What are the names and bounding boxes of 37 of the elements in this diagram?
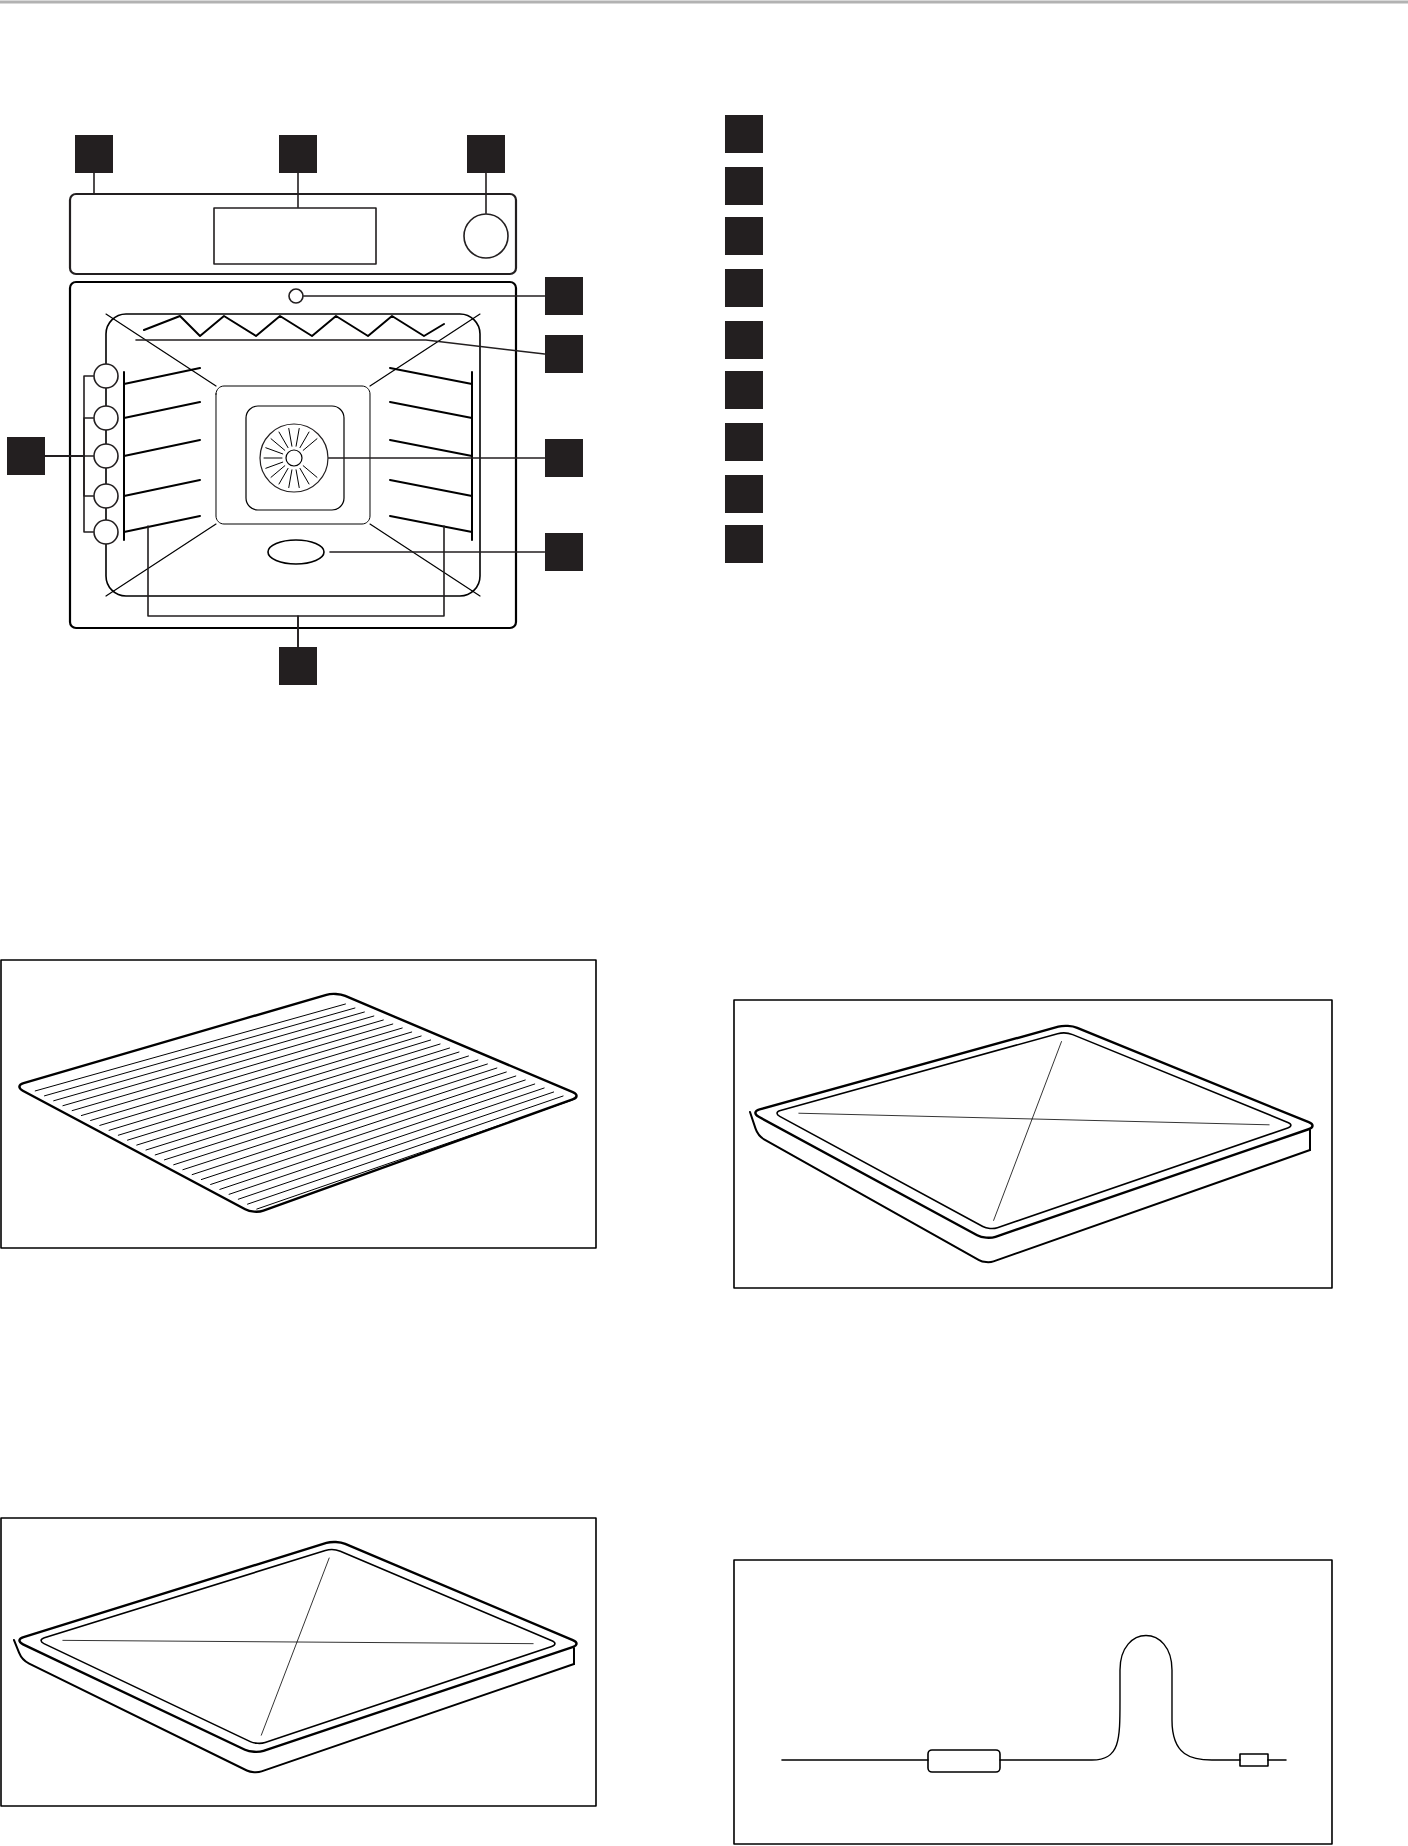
leader-line — [327, 457, 546, 459]
callout-square — [279, 135, 317, 173]
shelf-position-circle — [93, 405, 119, 431]
fan-cover — [259, 423, 329, 493]
leader-line — [44, 455, 94, 533]
callout-square — [725, 167, 763, 205]
callout-square — [725, 217, 763, 255]
callout-square — [75, 135, 113, 173]
control-knob — [463, 213, 509, 259]
shelf-position-circle — [93, 483, 119, 509]
callout-square — [7, 437, 45, 475]
callout-square — [725, 525, 763, 563]
leader-line — [329, 551, 546, 553]
leader-line — [297, 525, 445, 648]
shelf-position-circle — [93, 363, 119, 389]
callout-square — [545, 335, 583, 373]
callout-square — [545, 277, 583, 315]
leader-line — [297, 172, 299, 208]
leader-line — [135, 339, 546, 355]
callout-square — [467, 135, 505, 173]
leader-line — [93, 172, 95, 194]
shelf-position-circle — [93, 443, 119, 469]
callout-square — [725, 269, 763, 307]
leader-line — [303, 295, 546, 297]
callout-square — [279, 647, 317, 685]
callout-square — [545, 439, 583, 477]
leader-line — [485, 172, 487, 214]
callout-square — [725, 423, 763, 461]
oven-lamp — [288, 288, 304, 304]
callout-square — [725, 115, 763, 153]
control-panel — [68, 192, 518, 276]
callout-square — [725, 321, 763, 359]
callout-square — [725, 371, 763, 409]
callout-square — [725, 475, 763, 513]
shelf-position-circle — [93, 519, 119, 545]
callout-square — [545, 533, 583, 571]
display-window — [213, 207, 377, 265]
